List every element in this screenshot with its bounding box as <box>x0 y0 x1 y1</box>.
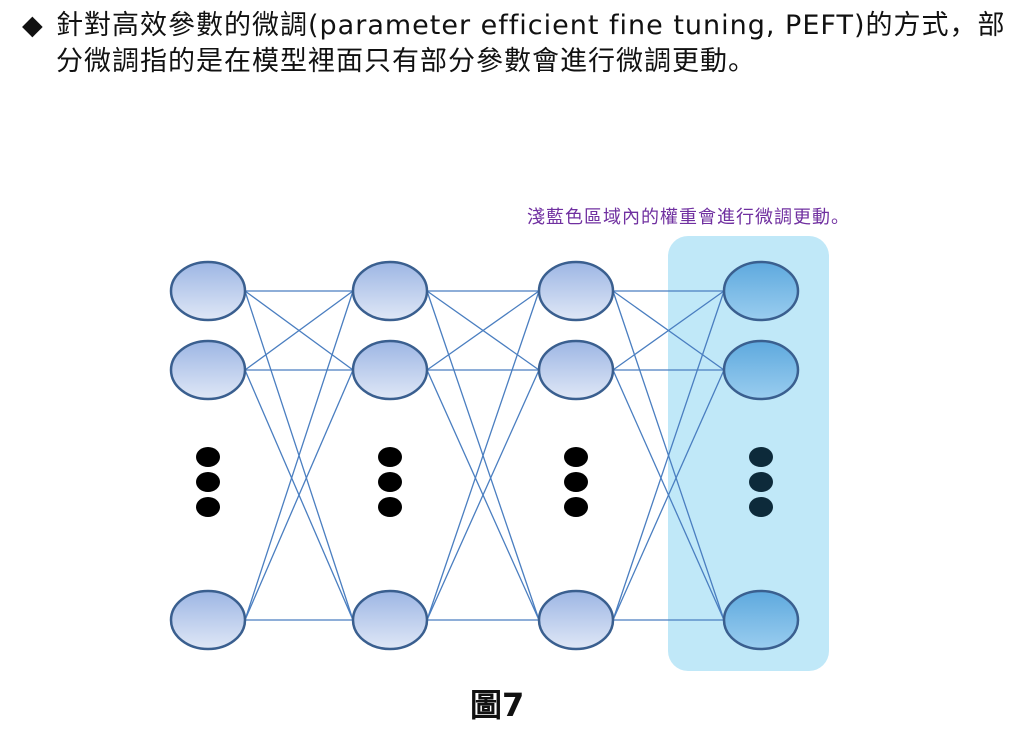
neuron-node <box>722 589 800 651</box>
connection-edge <box>612 290 725 621</box>
ellipsis-dot <box>196 447 220 467</box>
neuron-node <box>169 339 247 401</box>
ellipsis-dot <box>378 447 402 467</box>
neuron-node <box>537 260 615 322</box>
heading-text: 針對高效參數的微調(parameter efficient fine tunin… <box>56 10 1006 77</box>
ellipsis-dot <box>378 472 402 492</box>
ellipsis-dot <box>378 497 402 517</box>
highlight-note: 淺藍色區域內的權重會進行微調更動。 <box>527 207 850 228</box>
connection-edge <box>426 290 540 621</box>
ellipsis-dot <box>749 472 773 492</box>
neuron-node <box>169 589 247 651</box>
connection-edge <box>426 290 540 371</box>
connection-edge <box>244 290 354 371</box>
neuron-node <box>537 339 615 401</box>
neuron-node <box>351 589 429 651</box>
connection-edge <box>612 369 725 621</box>
heading: ◆ 針對高效參數的微調(parameter efficient fine tun… <box>22 8 1012 80</box>
ellipsis-dot <box>196 472 220 492</box>
ellipsis-dot <box>749 497 773 517</box>
connection-edge <box>612 290 725 371</box>
diamond-bullet-icon: ◆ <box>22 10 44 41</box>
ellipsis-dot <box>196 497 220 517</box>
neuron-node <box>537 589 615 651</box>
connection-edge <box>426 369 540 621</box>
neuron-node <box>722 260 800 322</box>
neuron-node <box>169 260 247 322</box>
neuron-node <box>351 339 429 401</box>
neuron-node <box>722 339 800 401</box>
ellipsis-dot <box>564 472 588 492</box>
highlight-region <box>668 236 829 671</box>
connection-edge <box>244 369 354 621</box>
ellipsis-dot <box>564 497 588 517</box>
figure-caption: 圖7 <box>470 686 525 724</box>
ellipsis-dot <box>749 447 773 467</box>
ellipsis-dot <box>564 447 588 467</box>
connection-edge <box>244 290 354 621</box>
neuron-node <box>351 260 429 322</box>
